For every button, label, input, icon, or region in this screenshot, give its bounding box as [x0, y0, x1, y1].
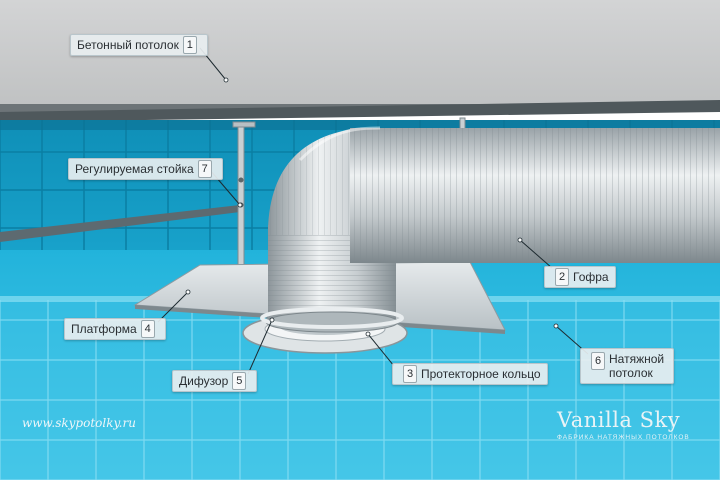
- brand-subtitle: ФАБРИКА НАТЯЖНЫХ ПОТОЛКОВ: [557, 434, 690, 441]
- label-text: Гофра: [573, 270, 609, 284]
- label-number: 5: [232, 372, 246, 390]
- label-number: 4: [141, 320, 155, 338]
- label-text: Бетонный потолок: [77, 38, 179, 52]
- site-url: www.skypotolky.ru: [22, 416, 136, 430]
- label-number: 1: [183, 36, 197, 54]
- label-stretch-ceiling: 6 Натяжной потолок: [580, 348, 674, 384]
- label-number: 6: [591, 352, 605, 370]
- label-text: Регулируемая стойка: [75, 162, 194, 176]
- label-corrugation: 2 Гофра: [544, 266, 616, 288]
- label-text: Дифузор: [179, 374, 228, 388]
- label-diffuser: Дифузор 5: [172, 370, 257, 392]
- label-text: Протекторное кольцо: [421, 367, 541, 381]
- label-number: 2: [555, 268, 569, 286]
- label-number: 7: [198, 160, 212, 178]
- label-text: Платформа: [71, 322, 137, 336]
- label-adjustable-stand: Регулируемая стойка 7: [68, 158, 223, 180]
- label-number: 3: [403, 365, 417, 383]
- brand-logo: Vanilla Sky: [557, 408, 680, 432]
- label-concrete-ceiling: Бетонный потолок 1: [70, 34, 208, 56]
- label-protector-ring: 3 Протекторное кольцо: [392, 363, 548, 385]
- label-text: Натяжной потолок: [609, 352, 664, 380]
- label-platform: Платформа 4: [64, 318, 166, 340]
